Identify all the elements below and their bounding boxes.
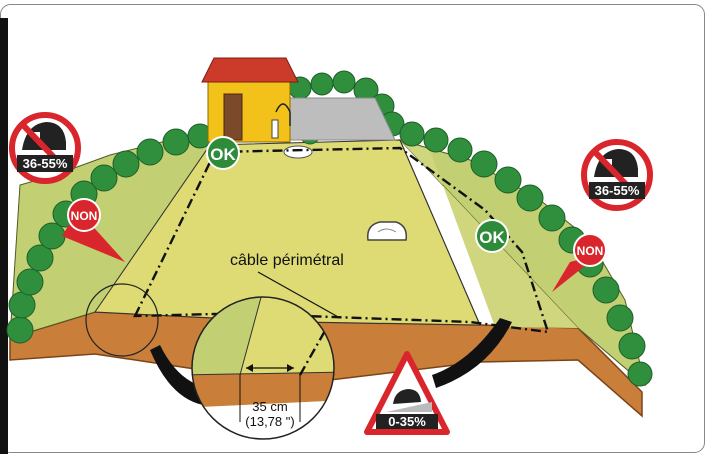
distance-in-label: (13,78 ") — [245, 414, 294, 429]
ok-badge-top: OK — [206, 136, 240, 170]
patio — [279, 97, 396, 141]
left-edge-bar — [0, 18, 8, 454]
allowed-slope-arrow — [432, 318, 512, 388]
svg-text:OK: OK — [479, 228, 505, 247]
svg-text:OK: OK — [210, 145, 236, 164]
magnifier-source-circle — [85, 283, 159, 357]
charging-station-icon — [271, 103, 313, 159]
slope-right-label: 36-55% — [595, 183, 640, 198]
magnifier-tail — [150, 345, 208, 405]
hedge-right — [399, 121, 653, 387]
cable-label: câble périmétral — [230, 252, 344, 269]
slope-left-label: 36-55% — [23, 156, 68, 171]
house-icon — [201, 57, 299, 143]
magnifier-detail: 35 cm (13,78 ") — [191, 296, 335, 440]
prohibited-steep-slope-icon-right: NON 36-55% — [552, 139, 653, 292]
non-right-label: NON — [577, 244, 604, 258]
non-left-label: NON — [71, 209, 98, 223]
cable-pointer-line — [257, 271, 341, 319]
allowed-slope-warning-icon: 0-35% — [364, 351, 450, 435]
slope-allowed-label: 0-35% — [388, 414, 426, 429]
ok-badge-right: OK — [475, 219, 509, 253]
distance-cm-label: 35 cm — [252, 399, 287, 414]
prohibited-steep-slope-icon-left: NON 36-55% — [9, 112, 125, 262]
robot-mower-icon — [367, 221, 408, 241]
